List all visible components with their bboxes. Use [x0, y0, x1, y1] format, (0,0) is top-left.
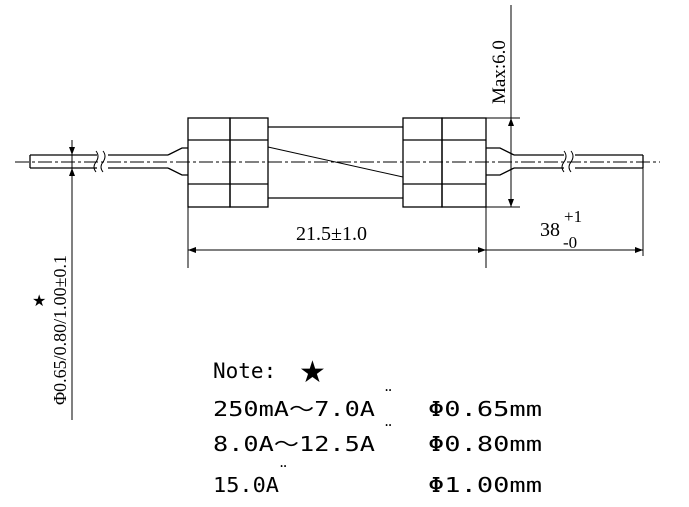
glass-tube-body: [267, 126, 404, 199]
note-row-diameter: Φ1.00mm: [428, 473, 542, 497]
lead-length-tol-upper: +1: [564, 207, 582, 226]
lead-length-label: 38: [540, 219, 560, 241]
note-row-current: 250mA～7.0A: [213, 397, 375, 421]
note-title: Note:: [213, 359, 276, 383]
lead-diameter-label: Φ0.65/0.80/1.00±0.1: [50, 255, 70, 405]
max-diameter-dimension: [486, 5, 520, 208]
note-block: Note: ★ 250mA～7.0A ¨ Φ0.65mm 8.0A～12.5A …: [213, 356, 542, 497]
fuse-element-wire: [267, 146, 404, 178]
body-length-label: 21.5±1.0: [296, 223, 367, 245]
note-row-mark: ¨: [280, 461, 287, 483]
note-row-mark: ¨: [385, 420, 392, 442]
body-length-dimension: [187, 207, 487, 268]
left-end-cap: [187, 117, 269, 208]
lead-length-dimension: [486, 168, 644, 256]
note-row-current: 8.0A～12.5A: [213, 432, 375, 456]
right-lead-wire: [486, 147, 644, 176]
note-row-current: 15.0A: [213, 473, 279, 497]
note-row-diameter: Φ0.65mm: [428, 397, 542, 421]
note-star: ★: [299, 356, 326, 389]
lead-length-tol-lower: -0: [563, 233, 577, 252]
lead-diameter-star: ★: [32, 293, 46, 310]
note-row-mark: ¨: [385, 385, 392, 407]
note-row-diameter: Φ0.80mm: [428, 432, 542, 456]
lead-diameter-dimension: [62, 140, 82, 420]
max-diameter-label: Max:6.0: [489, 40, 510, 104]
right-end-cap: [402, 117, 487, 208]
